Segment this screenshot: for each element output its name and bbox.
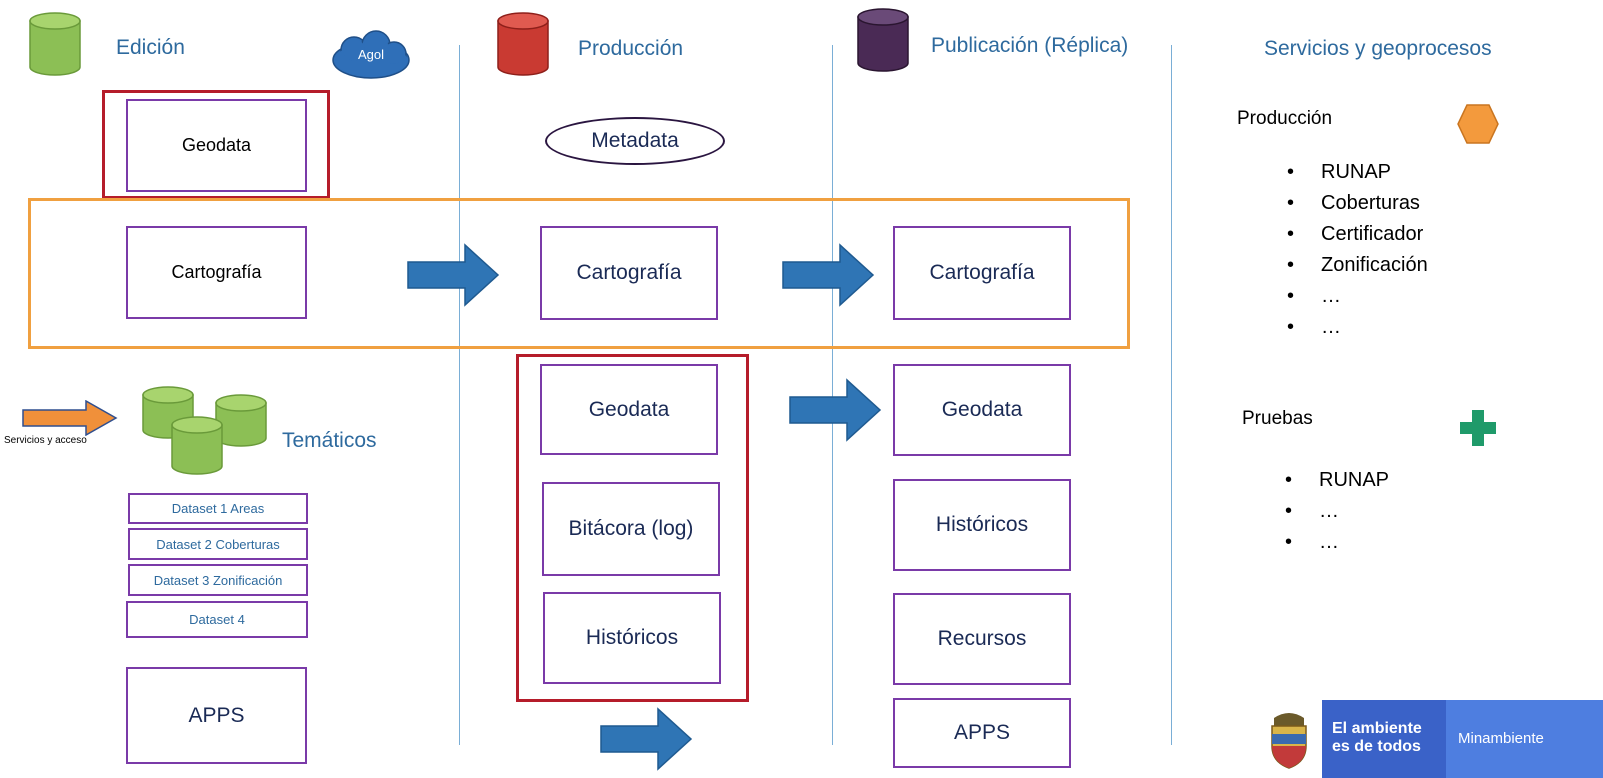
- dataset-4-box: Dataset 4: [126, 601, 308, 638]
- list-item: •RUNAP: [1287, 161, 1392, 183]
- logo-tagline-block: El ambiente es de todos: [1322, 700, 1446, 778]
- list-item: •RUNAP: [1285, 469, 1390, 491]
- produccion-cartografia-box: Cartografía: [540, 226, 718, 320]
- column-header-produccion: Producción: [578, 37, 684, 60]
- arrow-edicion-to-produccion: [407, 243, 500, 307]
- arrow-produccion-bottom: [600, 707, 693, 771]
- publicacion-cartografia-box: Cartografía: [893, 226, 1071, 320]
- arrow-produccion-to-publicacion-geodata: [789, 378, 882, 442]
- edicion-apps-box: APPS: [126, 667, 307, 764]
- cloud-icon: [332, 30, 410, 79]
- servicios-acceso-label: Servicios y acceso: [4, 435, 87, 446]
- produccion-geodata-frame: [516, 354, 749, 702]
- publicacion-geodata-box: Geodata: [893, 364, 1071, 456]
- minambiente-logo: El ambiente es de todos Minambiente: [1258, 700, 1603, 778]
- list-item: •Certificador: [1287, 223, 1424, 245]
- servicios-pruebas-title: Pruebas: [1242, 408, 1313, 429]
- servicios-acceso-arrow: [22, 400, 118, 436]
- list-item: •Coberturas: [1287, 192, 1420, 214]
- column-header-servicios: Servicios y geoprocesos: [1264, 37, 1492, 60]
- edicion-cartografia-box: Cartografía: [126, 226, 307, 319]
- list-item: •…: [1285, 531, 1339, 553]
- separator-line-2: [832, 45, 833, 745]
- plus-icon: [1460, 410, 1496, 446]
- dataset-1-box: Dataset 1 Areas: [128, 493, 308, 524]
- hexagon-icon: [1457, 104, 1499, 144]
- logo-brand-label: Minambiente: [1458, 730, 1544, 747]
- tematicos-databases-icon: [142, 386, 267, 475]
- dataset-2-box: Dataset 2 Coberturas: [128, 528, 308, 560]
- servicios-produccion-list: •RUNAP •Coberturas •Certificador •Zonifi…: [1287, 157, 1428, 343]
- logo-tagline-line2: es de todos: [1332, 738, 1421, 755]
- edicion-geodata-frame: [102, 90, 330, 199]
- publicacion-historicos-box: Históricos: [893, 479, 1071, 571]
- separator-line-3: [1171, 45, 1172, 745]
- metadata-label: Metadata: [591, 129, 679, 152]
- separator-line-1: [459, 45, 460, 745]
- publicacion-apps-box: APPS: [893, 698, 1071, 768]
- edicion-database-icon: [29, 12, 81, 76]
- cartografia-frame: [28, 198, 1130, 349]
- metadata-ellipse: Metadata: [545, 117, 725, 165]
- tematicos-label: Temáticos: [282, 429, 377, 452]
- logo-tagline-line1: El ambiente: [1332, 720, 1422, 737]
- cloud-label: Agol: [357, 47, 385, 62]
- produccion-database-icon: [497, 12, 549, 76]
- column-header-edicion: Edición: [116, 36, 185, 59]
- publicacion-database-icon: [857, 8, 909, 72]
- column-header-publicacion: Publicación (Réplica): [931, 34, 1129, 57]
- produccion-bitacora-box: Bitácora (log): [542, 482, 720, 576]
- list-item: •…: [1287, 316, 1341, 338]
- dataset-3-box: Dataset 3 Zonificación: [128, 564, 308, 596]
- list-item: •…: [1285, 500, 1339, 522]
- list-item: •Zonificación: [1287, 254, 1428, 276]
- servicios-pruebas-list: •RUNAP •… •…: [1285, 465, 1389, 558]
- list-item: •…: [1287, 285, 1341, 307]
- agol-cloud: Agol: [326, 30, 416, 82]
- logo-brand-block: Minambiente: [1446, 700, 1603, 778]
- produccion-historicos-box: Históricos: [543, 592, 721, 684]
- publicacion-recursos-box: Recursos: [893, 593, 1071, 685]
- servicios-produccion-title: Producción: [1237, 108, 1333, 129]
- produccion-geodata-box: Geodata: [540, 364, 718, 455]
- edicion-geodata-box: Geodata: [126, 99, 307, 192]
- coat-of-arms-icon: [1271, 713, 1307, 769]
- arrow-produccion-to-publicacion-cartografia: [782, 243, 875, 307]
